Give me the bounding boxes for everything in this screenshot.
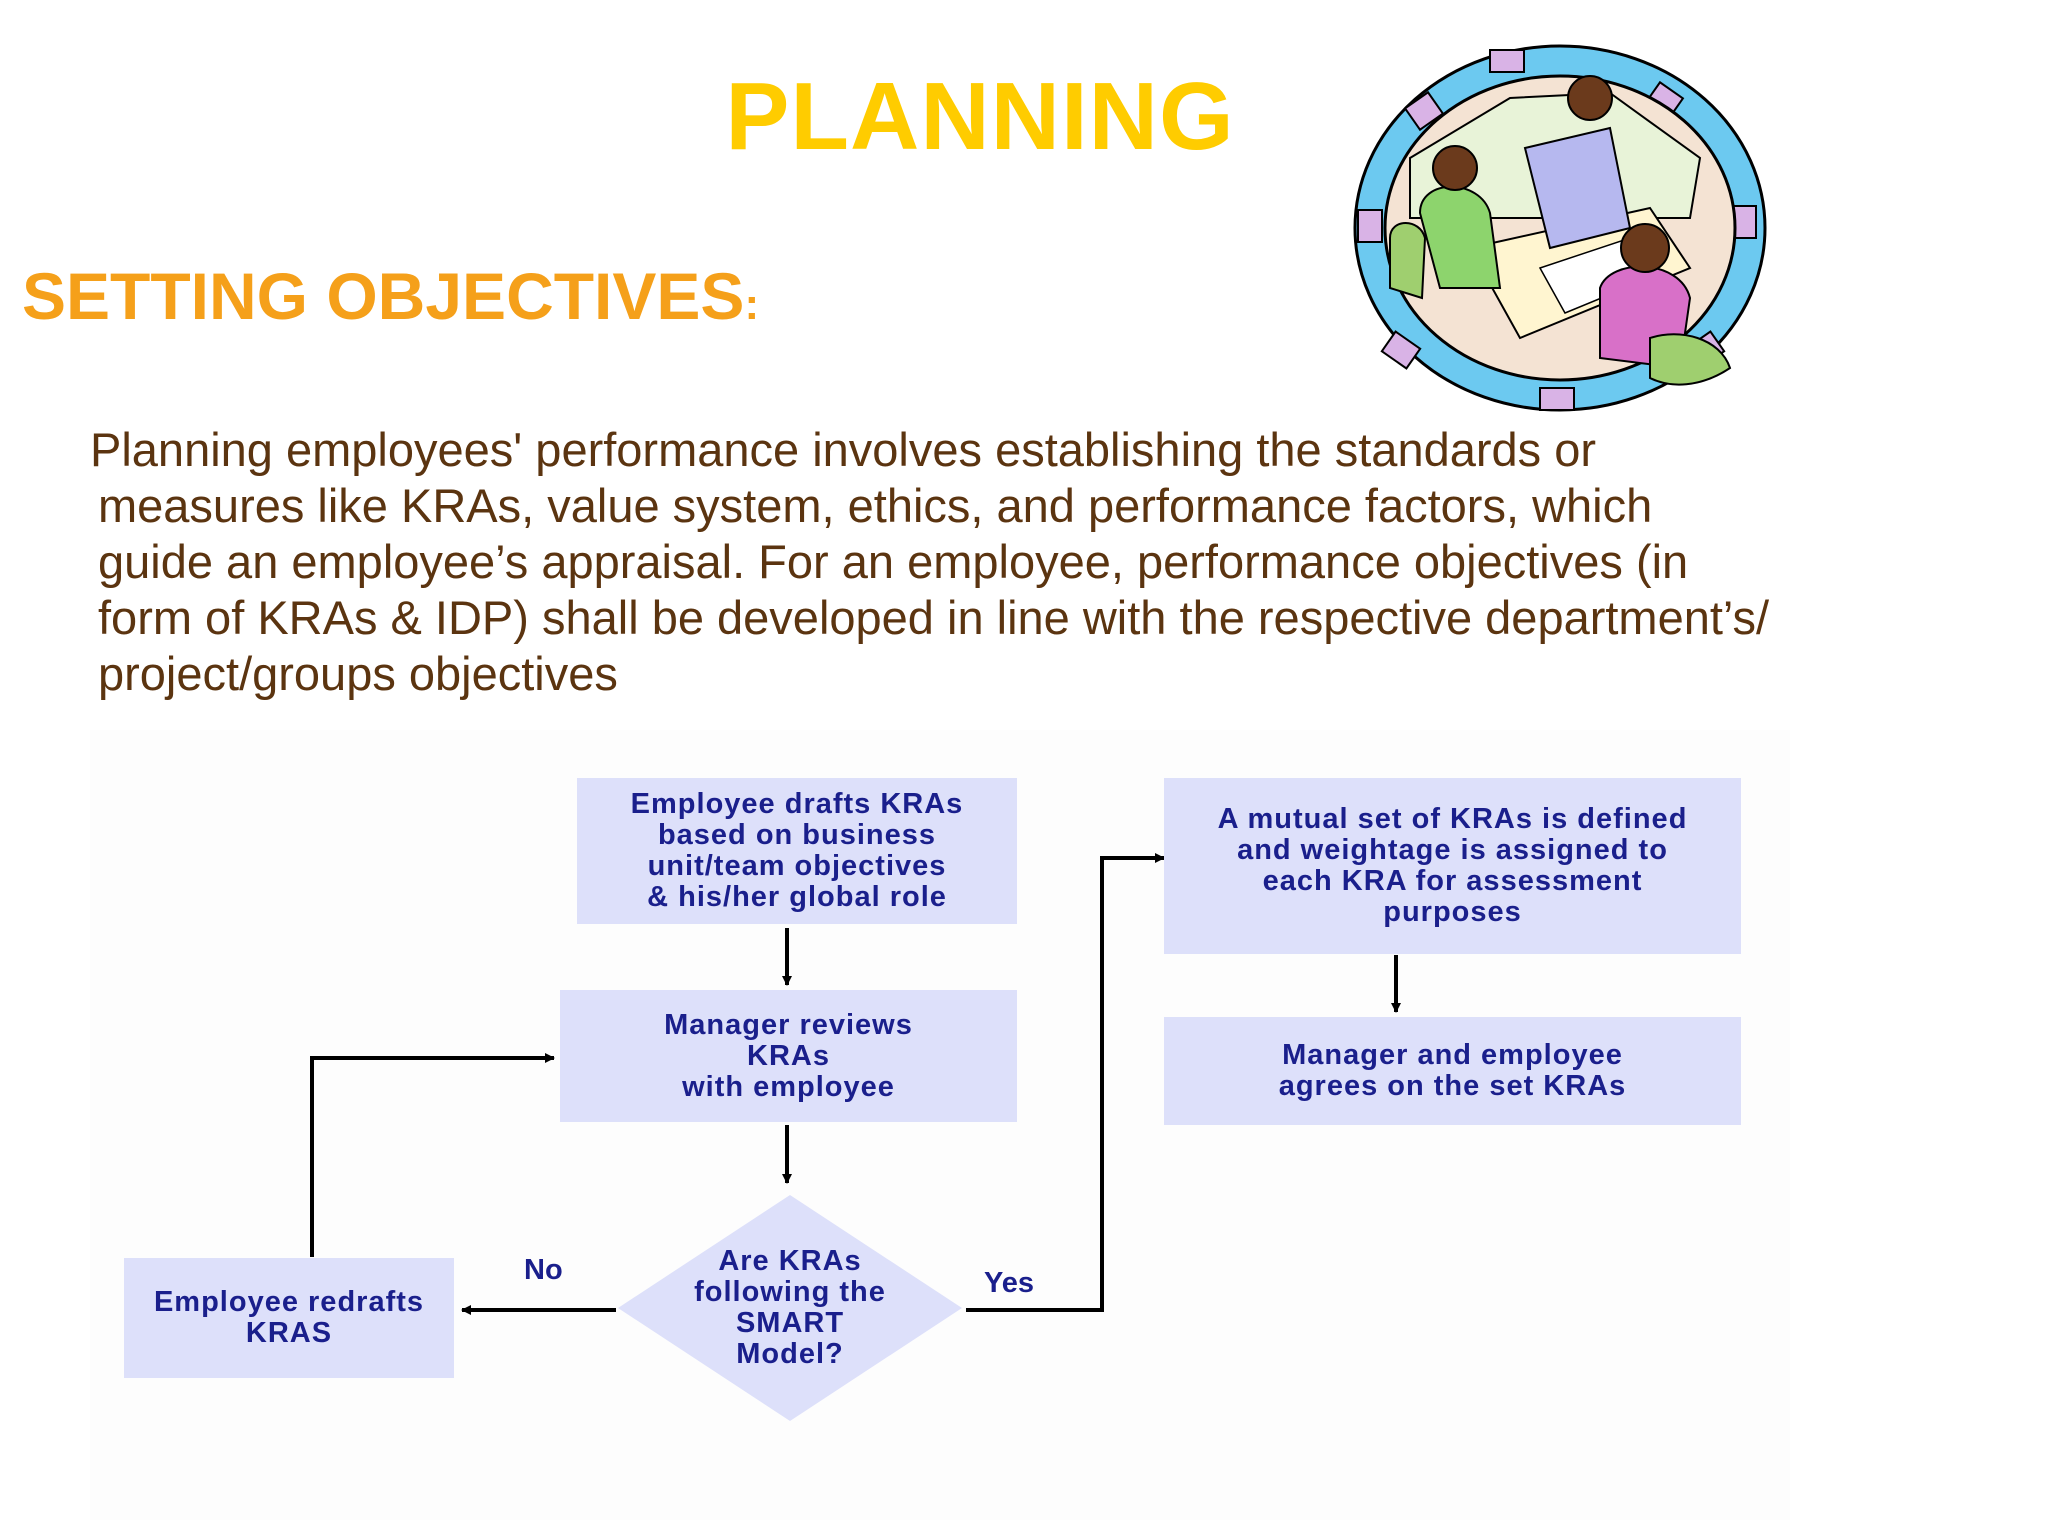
manager-employee-agree-box: Manager and employee agrees on the set K…	[1164, 1017, 1741, 1125]
body-paragraph: Planning employees' performance involves…	[90, 422, 1978, 702]
node-text: and weightage is assigned to	[1237, 834, 1668, 866]
node-text: each KRA for assessment	[1262, 865, 1643, 897]
node-text: with employee	[682, 1070, 895, 1103]
node-text: Employee drafts KRAs	[630, 788, 964, 820]
section-heading-colon: :	[744, 280, 760, 329]
paragraph-line: measures like KRAs, value system, ethics…	[98, 479, 1653, 532]
manager-reviews-kras-box: Manager reviews KRAs with employee	[560, 990, 1017, 1122]
arrow-decision-to-mutual	[966, 853, 1165, 1312]
node-text: KRAS	[245, 1317, 333, 1349]
paragraph-line: project/groups objectives	[98, 647, 618, 700]
decision-diamond	[618, 1195, 962, 1421]
team-meeting-clipart-icon	[1353, 44, 1767, 412]
node-text: unit/team objectives	[647, 850, 947, 882]
node-text: Manager reviews	[664, 1008, 913, 1041]
employee-redrafts-kras-box: Employee redrafts KRAS	[124, 1258, 454, 1378]
node-text: SMART	[735, 1307, 845, 1339]
paragraph-line: form of KRAs & IDP) shall be developed i…	[98, 591, 1770, 644]
edge-label-no: No	[524, 1254, 563, 1286]
node-text: KRAs	[747, 1039, 830, 1072]
paragraph-line: Planning employees' performance involves…	[90, 423, 1596, 476]
node-text: following the	[694, 1276, 886, 1308]
node-text: based on business	[657, 819, 937, 851]
section-heading: SETTING OBJECTIVES:	[22, 258, 759, 334]
node-text: Employee redrafts	[153, 1286, 425, 1318]
mutual-set-kras-box: A mutual set of KRAs is defined and weig…	[1164, 778, 1741, 954]
edge-label-yes: Yes	[984, 1267, 1034, 1299]
arrow-redraft-to-review	[310, 1053, 555, 1257]
node-text: Are KRAs	[718, 1245, 862, 1277]
smart-model-decision-label: Are KRAs following the SMART Model?	[660, 1240, 920, 1376]
node-text: purposes	[1383, 896, 1522, 928]
node-text: Model?	[736, 1338, 844, 1370]
section-heading-text: SETTING OBJECTIVES	[22, 259, 745, 333]
node-text: & his/her global role	[647, 881, 947, 913]
node-text: agrees on the set KRAs	[1278, 1070, 1627, 1102]
paragraph-line: guide an employee’s appraisal. For an em…	[98, 535, 1689, 588]
node-text: A mutual set of KRAs is defined	[1217, 803, 1688, 835]
employee-drafts-kras-box: Employee drafts KRAs based on business u…	[577, 778, 1017, 924]
slide-title: PLANNING	[725, 63, 1235, 170]
node-text: Manager and employee	[1282, 1039, 1623, 1071]
